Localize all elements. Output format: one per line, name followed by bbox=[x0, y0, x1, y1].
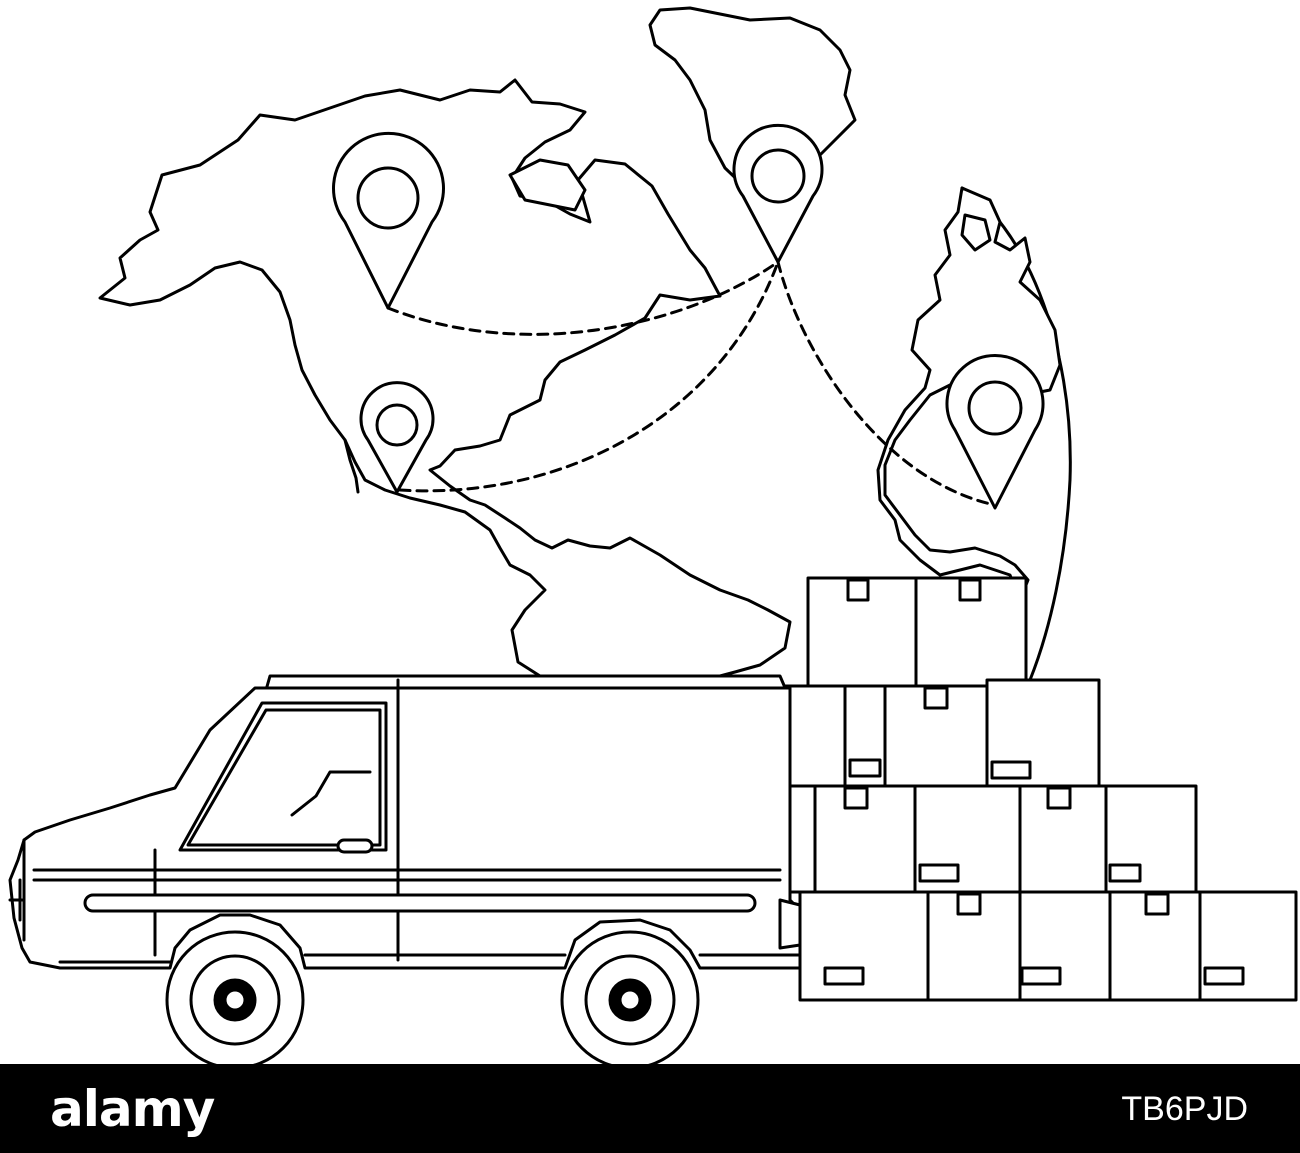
location-pin-icon bbox=[359, 381, 435, 494]
box bbox=[806, 576, 956, 688]
brand-logo: alamy bbox=[50, 1080, 215, 1138]
europe-africa-map bbox=[876, 186, 1062, 602]
box bbox=[914, 576, 1028, 688]
box bbox=[926, 890, 1022, 1002]
van-front bbox=[8, 838, 26, 942]
box bbox=[843, 684, 887, 788]
van-rear-light bbox=[778, 898, 802, 950]
britain-map bbox=[960, 213, 992, 252]
box bbox=[1198, 890, 1298, 1002]
box-stack bbox=[780, 576, 1298, 1002]
arctic-islands-map bbox=[508, 158, 587, 212]
van-front-wheel bbox=[165, 930, 305, 1064]
baja-peninsula-map bbox=[343, 438, 360, 494]
image-id-label: TB6PJD bbox=[1121, 1090, 1248, 1128]
location-pin-icon bbox=[332, 131, 445, 310]
box bbox=[1018, 890, 1112, 1002]
route-west bbox=[386, 260, 780, 336]
van-body bbox=[8, 686, 802, 970]
location-pin-icon bbox=[945, 353, 1045, 510]
van-window-inner bbox=[186, 708, 382, 847]
box bbox=[1108, 890, 1202, 1002]
box bbox=[883, 684, 989, 788]
watermark-bar: alamy TB6PJD bbox=[0, 1064, 1300, 1153]
van-side-line bbox=[32, 868, 782, 882]
delivery-routes bbox=[386, 260, 997, 507]
box bbox=[1104, 784, 1198, 894]
box bbox=[798, 890, 930, 1002]
van-window bbox=[178, 701, 388, 852]
delivery-illustration bbox=[8, 6, 1298, 1064]
box bbox=[985, 678, 1101, 788]
van-mirror bbox=[290, 770, 372, 817]
box bbox=[1018, 784, 1108, 894]
van-side-stripe bbox=[83, 893, 757, 913]
delivery-van bbox=[8, 674, 802, 1064]
route-east bbox=[776, 260, 997, 507]
north-america-map bbox=[98, 78, 792, 678]
box bbox=[813, 784, 917, 894]
van-door-handle bbox=[336, 838, 374, 854]
location-pin-icon bbox=[732, 123, 824, 264]
van-lower-line bbox=[58, 953, 802, 964]
van-rear-wheel bbox=[560, 930, 700, 1064]
box bbox=[913, 784, 1022, 894]
globe-outline bbox=[960, 186, 1072, 682]
